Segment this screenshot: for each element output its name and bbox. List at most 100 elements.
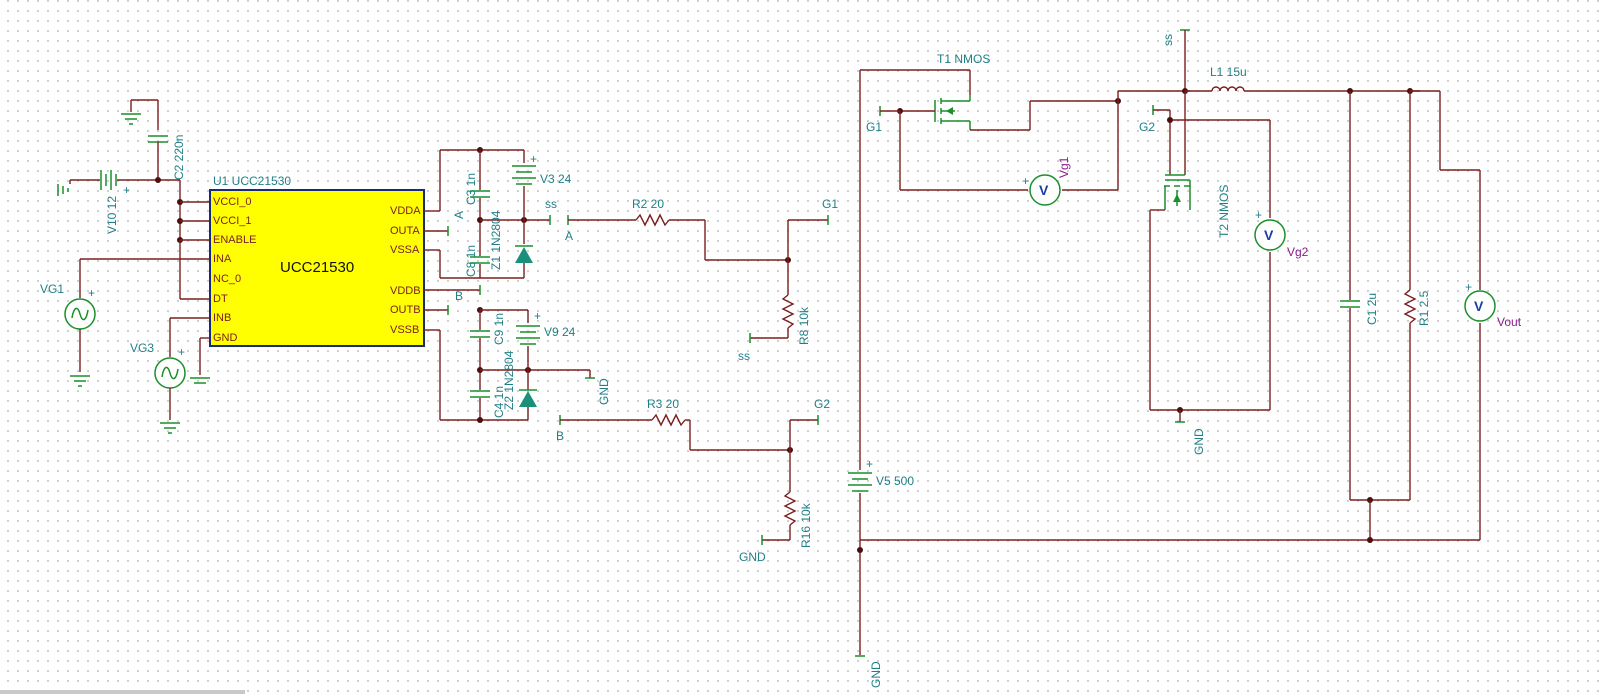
c4-label: C4 1n — [492, 386, 506, 418]
l1-inductor[interactable] — [1211, 86, 1245, 92]
junction — [155, 177, 161, 183]
ground-symbol — [121, 100, 141, 125]
b-label: B — [556, 429, 564, 443]
c9-label: C9 1n — [492, 313, 506, 345]
g2-label: G2 — [814, 397, 830, 411]
r16-label: R16 10k — [799, 502, 813, 548]
vg1-signal-source[interactable] — [64, 298, 96, 330]
vg2-meter-label: Vg2 — [1287, 245, 1309, 259]
ss-label-top: ss — [1161, 34, 1175, 46]
v5-plus: + — [866, 457, 873, 471]
vg3-plus: + — [178, 345, 185, 359]
vg1-meter-label: Vg1 — [1057, 156, 1071, 178]
pin-inb: INB — [213, 312, 231, 324]
vg1-label: VG1 — [40, 282, 64, 296]
pin-ina: INA — [213, 253, 232, 265]
pin-vcci-0: VCCI_0 — [213, 196, 252, 208]
pin-vdda: VDDA — [390, 205, 421, 217]
c1-label: C1 2u — [1365, 293, 1379, 325]
v5-battery[interactable] — [848, 472, 872, 492]
voltmeter-symbol: V — [1039, 182, 1049, 198]
ground-symbol — [160, 422, 180, 434]
junction — [1367, 537, 1373, 543]
b-label-top: B — [455, 289, 463, 303]
pin-vssa: VSSA — [390, 244, 420, 256]
r3-label: R3 20 — [647, 397, 679, 411]
l1-label: L1 15u — [1210, 65, 1247, 79]
gnd-label-t2: GND — [1192, 428, 1206, 455]
v9-label: V9 24 — [544, 325, 576, 339]
r3-resistor[interactable] — [651, 413, 686, 427]
z2-zener-diode[interactable] — [519, 389, 537, 407]
t2-nmos-transistor[interactable] — [1164, 174, 1191, 210]
pin-vddb: VDDB — [390, 285, 421, 297]
t1-label: T1 NMOS — [937, 52, 990, 66]
g1-label-t1: G1 — [866, 120, 882, 134]
pin-vssb: VSSB — [390, 324, 419, 336]
g2-label-t2: G2 — [1139, 120, 1155, 134]
c9-capacitor[interactable] — [470, 330, 490, 338]
ground-symbol — [70, 375, 90, 387]
vg2-meter-plus: + — [1255, 208, 1262, 222]
vg3-signal-source[interactable] — [154, 357, 186, 389]
ic-ref-label: U1 UCC21530 — [213, 174, 291, 188]
r8-label: R8 10k — [797, 306, 811, 345]
pin-nc-0: NC_0 — [213, 273, 241, 285]
c8-capacitor[interactable] — [470, 256, 490, 264]
c8-label: C8 1n — [464, 245, 478, 277]
ic-name: UCC21530 — [280, 259, 354, 276]
pin-outa: OUTA — [390, 225, 420, 237]
v10-label: V10 12 — [105, 196, 119, 234]
c4-capacitor[interactable] — [470, 390, 490, 398]
v5-label: V5 500 — [876, 474, 914, 488]
vg3-label: VG3 — [130, 341, 154, 355]
v3-plus: + — [530, 152, 537, 166]
z1-zener-diode[interactable] — [515, 220, 533, 278]
vout-meter-label: Vout — [1497, 315, 1522, 329]
horizontal-scrollbar[interactable] — [0, 690, 245, 694]
c2-label: C2 220n — [172, 135, 186, 180]
c2-capacitor[interactable] — [131, 99, 168, 180]
z2-label: Z2 1N2804 — [502, 350, 516, 410]
c1-capacitor[interactable] — [1340, 300, 1360, 308]
ground-symbol — [190, 377, 210, 384]
r16-resistor[interactable] — [783, 491, 797, 526]
ic-ucc21530[interactable] — [209, 189, 425, 347]
r2-resistor[interactable] — [635, 213, 670, 227]
ss-label-a: ss — [545, 197, 557, 211]
ground-symbol — [57, 180, 71, 196]
vg1-plus: + — [88, 286, 95, 300]
pin-gnd: GND — [213, 332, 238, 344]
gnd-label-v5: GND — [869, 661, 883, 688]
g1-label: G1 — [822, 197, 838, 211]
v3-label: V3 24 — [540, 172, 572, 186]
t1-nmos-transistor[interactable] — [934, 95, 971, 130]
a-label-vertical: A — [452, 211, 466, 219]
v10-plus: + — [123, 183, 130, 197]
vout-voltmeter[interactable]: V — [1464, 290, 1496, 322]
v3-battery[interactable] — [512, 165, 536, 185]
r8-resistor[interactable] — [781, 294, 795, 329]
c3-label: C3 1n — [464, 173, 478, 205]
z1-label: Z1 1N2804 — [489, 210, 503, 270]
r1-resistor[interactable] — [1403, 289, 1417, 324]
v10-battery[interactable] — [70, 170, 180, 190]
pin-outb: OUTB — [390, 304, 421, 316]
c3-capacitor[interactable] — [470, 190, 490, 198]
vout-meter-plus: + — [1465, 280, 1472, 294]
voltmeter-symbol: V — [1264, 227, 1274, 243]
pin-vcci-1: VCCI_1 — [213, 215, 252, 227]
junction — [477, 417, 483, 423]
vg1-voltmeter[interactable]: V — [1029, 174, 1061, 206]
voltmeter-symbol: V — [1474, 298, 1484, 314]
v9-battery[interactable] — [516, 325, 540, 345]
junction — [1167, 117, 1173, 123]
vg1-meter-plus: + — [1022, 174, 1029, 188]
r2-label: R2 20 — [632, 197, 664, 211]
pin-enable: ENABLE — [213, 234, 256, 246]
vg2-voltmeter[interactable]: V — [1254, 219, 1286, 251]
ss-label: ss — [738, 349, 750, 363]
v9-plus: + — [534, 309, 541, 323]
